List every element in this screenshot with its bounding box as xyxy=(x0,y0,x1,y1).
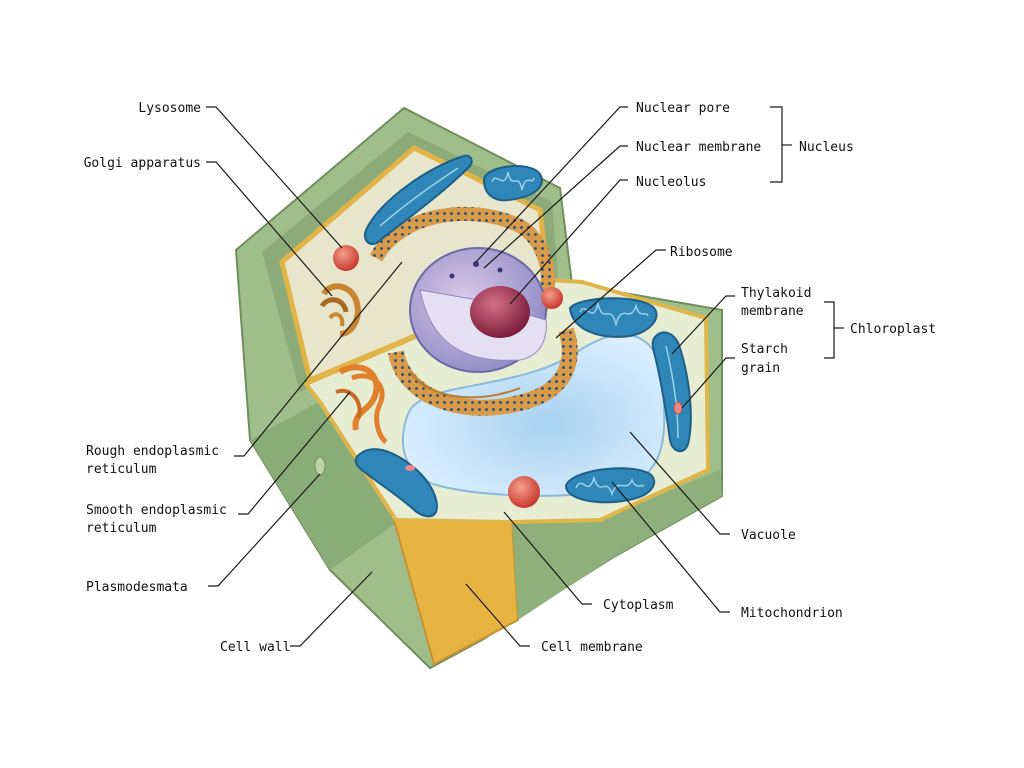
nucleolus xyxy=(470,286,530,338)
label-cell-wall: Cell wall xyxy=(220,640,290,655)
label-smooth-er-line1: Smooth endoplasmic xyxy=(86,503,227,518)
starch-grain xyxy=(673,401,683,415)
golgi-apparatus xyxy=(319,283,361,337)
mitochondrion xyxy=(564,467,656,504)
label-thylakoid-line1: Thylakoid xyxy=(741,286,811,301)
lysosome-2 xyxy=(508,476,540,508)
plasmodesma xyxy=(314,456,326,476)
label-rough-er-line2: reticulum xyxy=(86,462,157,477)
label-lysosome: Lysosome xyxy=(138,101,201,116)
chloroplast xyxy=(354,448,438,518)
nuclear-pore xyxy=(473,261,479,267)
label-nuclear-membrane: Nuclear membrane xyxy=(636,140,761,155)
label-thylakoid-line2: membrane xyxy=(741,304,804,319)
label-vacuole: Vacuole xyxy=(741,528,796,543)
labels: Lysosome Golgi apparatus Rough endoplasm… xyxy=(84,101,937,655)
chloroplast xyxy=(651,331,692,453)
label-chloroplast: Chloroplast xyxy=(850,322,936,337)
label-nuclear-pore: Nuclear pore xyxy=(636,101,730,116)
label-smooth-er-line2: reticulum xyxy=(86,521,157,536)
smooth-endoplasmic-reticulum xyxy=(335,364,388,445)
ribosome xyxy=(541,287,563,309)
label-starch-line1: Starch xyxy=(741,342,788,357)
vacuole xyxy=(402,333,666,497)
chloroplasts xyxy=(354,154,692,518)
starch-grain xyxy=(405,465,415,471)
label-plasmodesmata: Plasmodesmata xyxy=(86,580,188,595)
label-golgi-apparatus: Golgi apparatus xyxy=(84,156,201,171)
label-cell-membrane: Cell membrane xyxy=(541,640,643,655)
leader-lines xyxy=(206,106,844,647)
label-cytoplasm: Cytoplasm xyxy=(603,598,674,613)
nucleus xyxy=(409,247,547,373)
label-starch-line2: grain xyxy=(741,361,780,376)
cell-wall-front-left xyxy=(250,400,400,570)
mitochondria xyxy=(482,165,658,504)
label-rough-er-line1: Rough endoplasmic xyxy=(86,444,219,459)
label-nucleus: Nucleus xyxy=(799,140,854,155)
mitochondrion xyxy=(482,165,543,202)
rough-endoplasmic-reticulum xyxy=(369,206,578,416)
label-nucleolus: Nucleolus xyxy=(636,175,706,190)
lysosome xyxy=(333,245,359,271)
label-mitochondrion: Mitochondrion xyxy=(741,606,843,621)
label-ribosome: Ribosome xyxy=(670,245,733,260)
